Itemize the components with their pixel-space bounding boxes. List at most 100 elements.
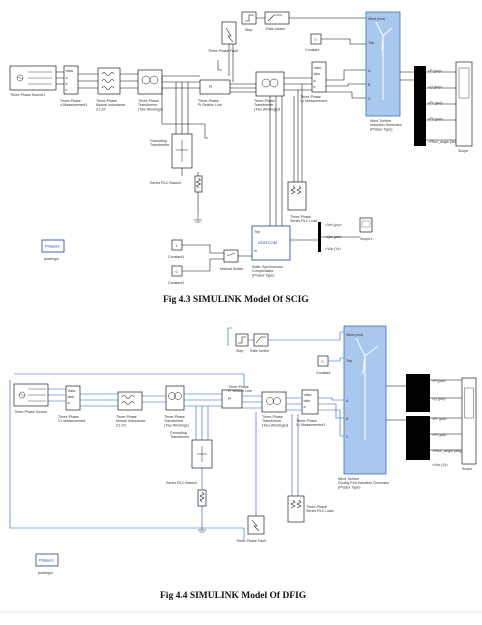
rate-limiter-block[interactable] [265, 12, 289, 24]
powergui-block[interactable]: Phasors [42, 240, 64, 252]
dfig-transformer-2-block[interactable] [262, 392, 286, 412]
dfig-rate-limiter-block[interactable] [254, 334, 268, 346]
svg-text:a: a [66, 76, 68, 80]
svg-text:b: b [66, 82, 68, 86]
constant-label: Constant [305, 48, 319, 52]
three-phase-fault-block[interactable] [222, 22, 236, 44]
dfig-vi-measurement-2-block[interactable]: Vabc Iabc a [302, 390, 318, 414]
svg-text:Pi: Pi [228, 397, 231, 401]
svg-text:Vabc: Vabc [68, 389, 76, 393]
constant-1-block[interactable]: 1 [172, 240, 182, 250]
manual-switch-block[interactable] [224, 250, 238, 262]
dfig-series-rlc-branch-label: Series RLC Branch [166, 481, 197, 485]
dfig-vi-measurement-label: Three-PhaseV-I Measurement [58, 415, 85, 423]
pi-section-line-label: Three-PhasePi Section Line [198, 99, 222, 107]
three-phase-source-block[interactable] [10, 66, 56, 90]
vi-measurement-2-block[interactable]: Vabc Iabc a b [312, 62, 326, 92]
svg-text:a: a [314, 79, 316, 83]
scope-1-block[interactable] [360, 218, 372, 232]
dfig-series-rlc-load-label: Three-PhaseSeries RLC Load [306, 505, 333, 513]
transformer-1-block[interactable] [138, 70, 162, 94]
series-rlc-branch-label: Series RLC Branch [150, 181, 181, 185]
svg-text:<Pr (pu)>: <Pr (pu)> [432, 417, 447, 421]
bus-selector-block[interactable] [414, 66, 426, 146]
series-rlc-branch-block[interactable] [195, 176, 202, 192]
dfig-three-phase-fault-block[interactable] [248, 516, 264, 534]
dfig-transformer-2-label: Three-PhaseTransformer(Two Windings)1 [262, 415, 289, 427]
svg-text:Vabc: Vabc [304, 393, 312, 397]
dfig-step-label: Step [236, 349, 243, 353]
series-rlc-load-block[interactable] [288, 182, 306, 210]
svg-text:m: m [254, 249, 257, 253]
dfig-step-block[interactable] [236, 334, 248, 346]
svg-text:<Vdc (V)>: <Vdc (V)> [325, 247, 341, 251]
dfig-constant-block[interactable]: 0 [318, 356, 328, 366]
svg-text:0: 0 [176, 270, 178, 274]
statcom-block[interactable]: STATCOM Trip m [252, 226, 290, 260]
dfig-wiring [10, 328, 462, 540]
svg-text:<Pitch_angle (deg)>: <Pitch_angle (deg)> [428, 140, 460, 144]
svg-text:0: 0 [322, 360, 324, 364]
dfig-wt-port-c: C [346, 435, 349, 439]
dfig-scope-block[interactable] [462, 378, 476, 464]
scope-signal-labels: <P (pu)> <Q (pu)> <Pr (pu)> <Pt (pu)> <P… [428, 69, 460, 144]
dfig-series-rlc-load-block[interactable] [288, 496, 304, 522]
svg-text:<Pt (pu)>: <Pt (pu)> [432, 433, 447, 437]
dfig-mutual-inductance-block[interactable] [118, 392, 142, 410]
manual-switch-label: Manual Switch [220, 267, 243, 271]
scope-1-label: Scope1 [360, 237, 372, 241]
wind-turbine-induction-generator-block[interactable]: Wind (m/s) Trip A B C [366, 12, 400, 116]
svg-text:a: a [68, 401, 70, 405]
svg-text:c: c [66, 88, 68, 92]
dfig-ground-symbol [198, 526, 206, 532]
svg-text:Phasors: Phasors [39, 558, 54, 563]
dfig-wt-port-trip: Trip [346, 359, 352, 363]
dfig-wind-turbine-label: Wind TurbineDoubly-Fed Induction Generat… [338, 477, 390, 489]
grounding-transformer-block[interactable] [172, 134, 192, 168]
scope-block[interactable] [456, 62, 472, 146]
figure-2-caption: Fig 4.4 SIMULINK Model Of DFIG [160, 591, 307, 601]
svg-text:1: 1 [176, 244, 178, 248]
dfig-constant-label: Constant [316, 371, 330, 375]
dfig-series-rlc-branch-block[interactable] [198, 490, 206, 506]
statcom-bus-selector[interactable] [318, 222, 321, 252]
wt-port-c: C [368, 97, 371, 101]
wt-port-wind: Wind (m/s) [368, 17, 385, 21]
dfig-source-block[interactable] [14, 384, 48, 406]
svg-text:<P (pu)>: <P (pu)> [432, 379, 446, 383]
svg-text:STATCOM: STATCOM [258, 240, 277, 245]
transformer-2-block[interactable] [256, 72, 284, 96]
wind-turbine-label: Wind TurbineInduction Generator(Phasor T… [370, 119, 403, 131]
dfig-vi-measurement-block[interactable]: Vabc Iabc a [66, 386, 80, 410]
step-block[interactable] [242, 12, 256, 24]
vi-measurement-block[interactable]: Vabc a b c [64, 66, 78, 94]
dfig-wind-turbine-block[interactable]: Wind (m/s) Trip A B C [344, 326, 386, 474]
dfig-powergui-block[interactable]: Phasors [36, 554, 58, 566]
svg-text:Iabc: Iabc [304, 399, 311, 403]
mutual-inductance-block[interactable] [98, 68, 120, 94]
svg-text:Iabc: Iabc [314, 72, 321, 76]
svg-text:<Pr (pu)>: <Pr (pu)> [428, 101, 443, 105]
constant-2-block[interactable]: 0 [172, 266, 182, 276]
dfig-grounding-transformer-block[interactable] [192, 440, 212, 468]
dfig-bus-selectors[interactable] [406, 374, 430, 460]
ground-symbol [194, 214, 202, 222]
dfig-transformer-1-block[interactable] [166, 386, 184, 410]
svg-text:0: 0 [315, 38, 317, 42]
pi-section-line-block[interactable]: Pi [200, 80, 230, 94]
constant-block[interactable]: 0 [311, 34, 321, 44]
svg-text:a: a [304, 405, 306, 409]
svg-text:Trip: Trip [254, 230, 260, 234]
svg-text:Vabc: Vabc [66, 69, 74, 73]
figure-1-caption: Fig 4.3 SIMULINK Model Of SCIG [163, 295, 309, 305]
statcom-label: Static SynchronousCompensator(Phasor Typ… [252, 265, 283, 277]
